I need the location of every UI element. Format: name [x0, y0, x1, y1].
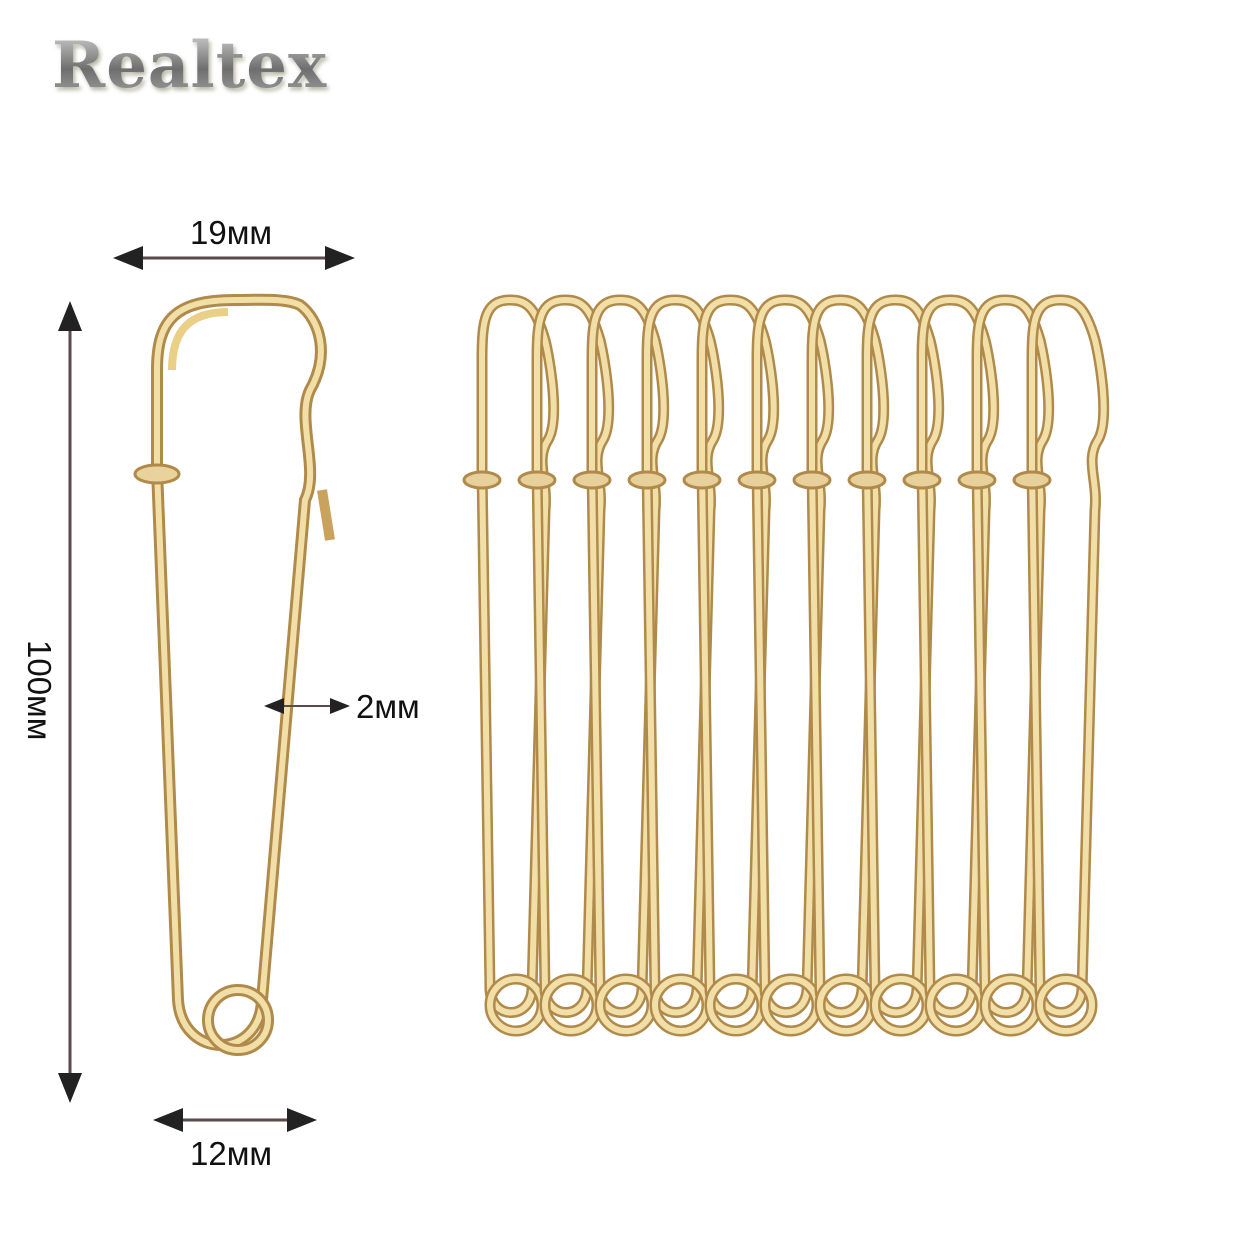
width-bottom-label: 12мм: [190, 1135, 273, 1172]
width-top-label: 19мм: [190, 214, 273, 251]
brand-logo: Realtex: [52, 28, 328, 103]
pin-group: [464, 300, 1104, 1031]
single-pin: [133, 293, 335, 1056]
length-label: 100мм: [21, 640, 58, 741]
thickness-label: 2мм: [356, 688, 420, 725]
